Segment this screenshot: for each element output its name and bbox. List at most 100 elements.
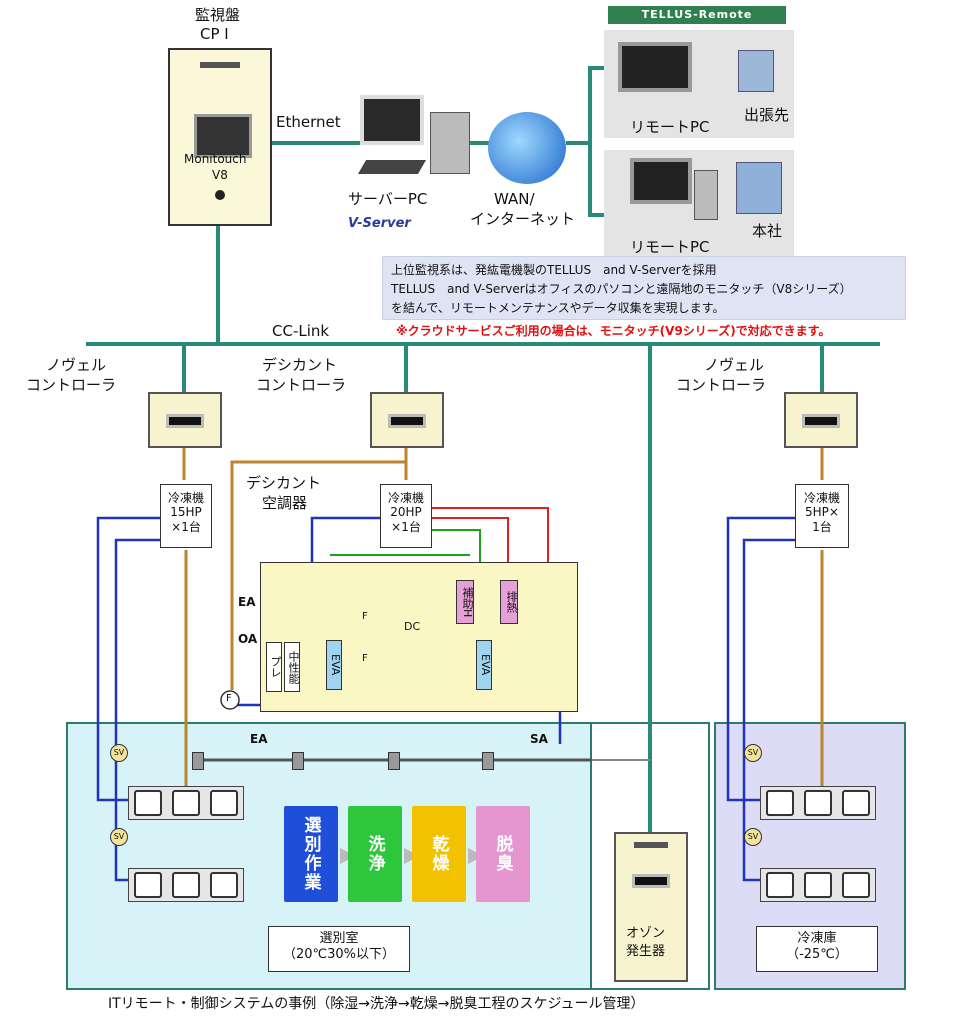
pre-filter: プレ (266, 642, 282, 692)
fan-icon (210, 790, 238, 816)
eva-label: EVA (479, 654, 492, 676)
info-line-3: を結んで、リモートメンテナンスやデータ収集を実現します。 (391, 301, 725, 315)
fan-icon (134, 872, 162, 898)
refrigerator-count: ×1台 (171, 519, 201, 534)
refrigerator-label: 冷凍機 (387, 491, 424, 505)
server-label: サーバーPC (348, 190, 428, 208)
controller-display (388, 414, 426, 428)
solenoid-valve-icon: SV (744, 828, 762, 846)
refrigerator-20hp: 冷凍機 20HP ×1台 (380, 484, 432, 548)
cp-label: CP I (200, 25, 229, 43)
server-tower-icon (430, 112, 470, 174)
fan-icon (766, 872, 794, 898)
monitouch-model: V8 (212, 168, 228, 182)
freezer-temp: （-25℃） (786, 946, 848, 962)
controller-2-label-1: デシカント (262, 356, 338, 374)
controller-display (802, 414, 840, 428)
cooling-unit (760, 786, 876, 820)
refrigerator-15hp: 冷凍機 15HP ×1台 (160, 484, 212, 548)
sv-label: SV (747, 832, 759, 841)
fan-icon (134, 790, 162, 816)
room-name: 選別室 (319, 931, 359, 946)
ozone-label-2: 発生器 (626, 944, 666, 959)
evaporator-1: EVA (326, 640, 342, 690)
novel-controller-1 (148, 392, 222, 448)
air-outlet (482, 752, 494, 770)
fan-icon (766, 790, 794, 816)
reheat-label: 補助H (461, 586, 474, 618)
panel-screen (194, 114, 252, 158)
fan-icon (210, 872, 238, 898)
freezer-label-box: 冷凍庫 （-25℃） (756, 926, 878, 972)
fan-label: F (362, 653, 368, 664)
cooling-unit (128, 786, 244, 820)
refrigerator-power: 15HP (170, 505, 202, 520)
panel-slot (200, 62, 240, 68)
ozone-top-bar (634, 842, 668, 848)
laptop-icon (630, 158, 692, 204)
info-line-1: 上位監視系は、発紘電機製のTELLUS and V-Serverを採用 (391, 263, 717, 277)
freezer-name: 冷凍庫 (797, 931, 837, 946)
remote-pc-2-label: リモートPC (630, 238, 710, 256)
fan-icon (172, 790, 200, 816)
ozone-display (632, 874, 670, 888)
wan-label: WAN/ (494, 190, 535, 208)
air-outlet (192, 752, 204, 770)
novel-controller-2 (784, 392, 858, 448)
controller-3-label-2: コントローラ (676, 376, 767, 394)
tellus-remote-logo: TELLUS-Remote (608, 6, 786, 24)
monitouch-label: Monitouch (184, 152, 247, 166)
controller-3-label-1: ノヴェル (704, 356, 765, 374)
process-sorting: 選別作業 (284, 806, 338, 902)
fan-icon (842, 790, 870, 816)
process-drying: 乾燥 (412, 806, 466, 902)
cooling-unit (760, 868, 876, 902)
ea-label: EA (238, 595, 256, 609)
keyboard-icon (357, 160, 427, 174)
desiccant-unit-label-2: 空調器 (262, 494, 308, 512)
air-outlet (292, 752, 304, 770)
controller-1-label-1: ノヴェル (46, 356, 107, 374)
controller-2-label-2: コントローラ (256, 376, 347, 394)
process-washing: 洗浄 (348, 806, 402, 902)
evaporator-2: EVA (476, 640, 492, 690)
ozone-label-1: オゾン (626, 926, 666, 941)
sorting-room-label-box: 選別室 （20℃30%以下） (268, 926, 410, 972)
pre-filter-label: プレ (269, 656, 282, 678)
cooling-unit (128, 868, 244, 902)
remote-site-2-label: 本社 (752, 222, 783, 240)
monitor-panel: Monitouch V8 (168, 48, 272, 226)
cloud-note: ※クラウドサービスご利用の場合は、モニタッチ(V9シリーズ)で対応できます。 (396, 324, 831, 338)
figure-caption: ITリモート・制御システムの事例（除湿→洗浄→乾燥→脱臭工程のスケジュール管理） (108, 996, 645, 1012)
refrigerator-count: 1台 (812, 519, 832, 534)
building-icon (738, 50, 774, 92)
cc-link-label: CC-Link (272, 322, 330, 340)
air-outlet (388, 752, 400, 770)
pc-tower-icon (694, 170, 718, 220)
globe-icon (488, 112, 566, 184)
exhaust-label: 排熱 (505, 591, 518, 613)
refrigerator-count: ×1台 (391, 519, 421, 534)
laptop-icon (618, 42, 692, 92)
solenoid-valve-icon: SV (744, 744, 762, 762)
fan-label: F (226, 693, 232, 704)
refrigerator-label: 冷凍機 (803, 491, 840, 505)
internet-label: インターネット (470, 210, 576, 228)
info-line-2: TELLUS and V-Serverはオフィスのパソコンと遠隔地のモニタッチ（… (391, 282, 852, 296)
solenoid-valve-icon: SV (110, 744, 128, 762)
ethernet-label: Ethernet (276, 113, 341, 131)
refrigerator-5hp: 冷凍機 5HP× 1台 (795, 484, 849, 548)
room-ea-label: EA (250, 732, 268, 746)
refrigerator-power: 5HP× (805, 505, 839, 520)
desiccant-controller (370, 392, 444, 448)
monitor-panel-title: 監視盤 (195, 6, 241, 24)
fan-label: F (362, 611, 368, 622)
eva-label: EVA (329, 654, 342, 676)
fan-icon (804, 872, 832, 898)
solenoid-valve-icon: SV (110, 828, 128, 846)
remote-site-1-label: 出張先 (744, 106, 790, 124)
remote-pc-1-label: リモートPC (630, 118, 710, 136)
controller-1-label-2: コントローラ (26, 376, 117, 394)
exhaust-heat: 排熱 (500, 580, 518, 624)
oa-label: OA (238, 632, 258, 646)
